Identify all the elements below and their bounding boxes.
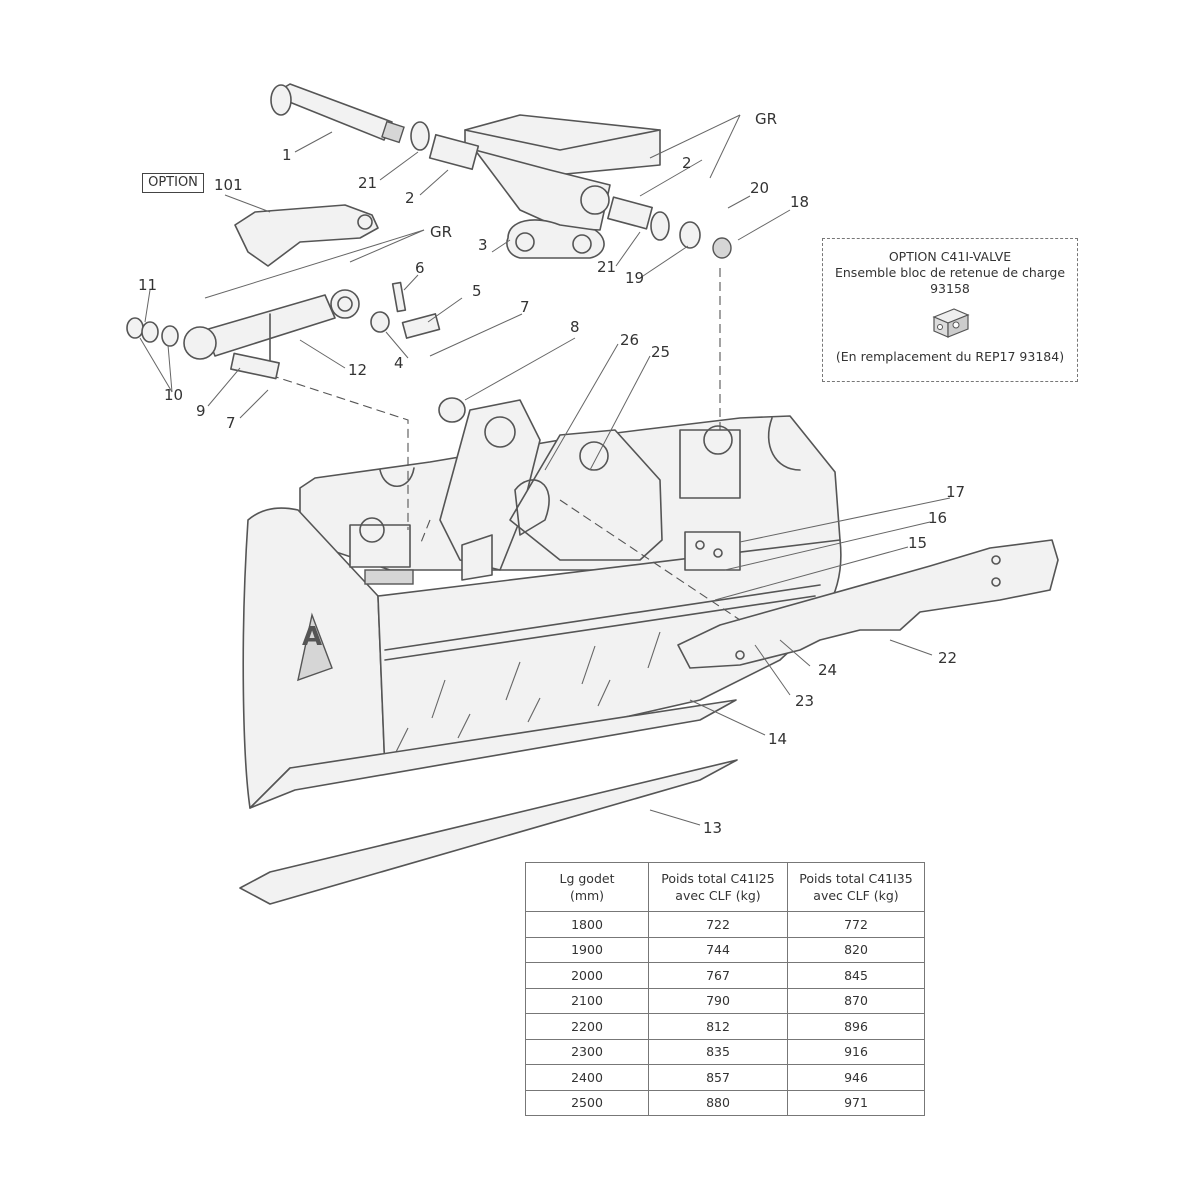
callout-6: 6 [415,259,425,277]
table-cell: 1900 [525,936,649,963]
callout-22: 22 [938,649,957,667]
callout-13: 13 [703,819,722,837]
callout-9: 9 [196,402,206,420]
callout-11: 11 [138,276,157,294]
callout-1: 1 [282,146,292,164]
callout-25: 25 [651,343,670,361]
callout-21-left: 21 [358,174,377,192]
table-cell: 820 [787,936,925,963]
table-cell: 971 [787,1089,925,1116]
quick-coupler-bracket [464,114,661,259]
option-box-title: OPTION C41I-VALVE [888,249,1012,264]
table-cell: 767 [648,962,788,989]
callout-20: 20 [750,179,769,197]
callout-7-right: 7 [520,298,530,316]
callout-26: 26 [620,331,639,349]
table-cell: 722 [648,911,788,938]
side-blade [677,539,1059,669]
callout-2-left: 2 [405,189,415,207]
callout-21-right: 21 [597,258,616,276]
callout-gr-middle: GR [430,223,452,241]
callout-14: 14 [768,730,787,748]
callout-7-left: 7 [226,414,236,432]
callout-10: 10 [164,386,183,404]
table-cell: 812 [648,1013,788,1040]
table-cell: 2300 [525,1038,649,1065]
leader-lines [139,114,951,826]
callout-101: 101 [214,176,243,194]
table-cell: 916 [787,1038,925,1065]
cutting-edge [239,759,738,905]
table-cell: 2000 [525,962,649,989]
callout-12: 12 [348,361,367,379]
callout-8: 8 [570,318,580,336]
table-cell: 2100 [525,987,649,1014]
header-weight-c41i35: Poids total C41I35 avec CLF (kg) [787,862,925,912]
callout-17: 17 [946,483,965,501]
hydraulic-cylinder [126,289,360,380]
option-tag: OPTION [142,173,204,193]
callout-labels: 1 21 2 2 3 101 GR GR 21 19 20 18 6 5 7 4… [138,110,965,837]
callout-5: 5 [472,282,482,300]
table-cell: 2400 [525,1064,649,1091]
table-cell: 896 [787,1013,925,1040]
header-bucket-length: Lg godet (mm) [525,862,649,912]
table-cell: 2200 [525,1013,649,1040]
table-cell: 1800 [525,911,649,938]
callout-2-right: 2 [682,154,692,172]
option-box-note: (En remplacement du REP17 93184) [835,349,1065,364]
pin-part-1 [270,83,405,144]
valve-block-icon [928,303,972,341]
bushings [410,121,732,259]
option-valve-box: OPTION C41I-VALVE Ensemble bloc de reten… [822,238,1078,382]
callout-18: 18 [790,193,809,211]
callout-16: 16 [928,509,947,527]
callout-23: 23 [795,692,814,710]
callout-4: 4 [394,354,404,372]
table-cell: 880 [648,1089,788,1116]
table-cell: 2500 [525,1089,649,1116]
bucket-weight-table: Lg godet (mm) Poids total C41I25 avec CL… [525,862,925,1116]
option-box-code: 93158 [930,281,970,296]
header-weight-c41i25: Poids total C41I25 avec CLF (kg) [648,862,788,912]
bucket-body: A [242,399,842,809]
callout-gr-top: GR [755,110,777,128]
callout-19: 19 [625,269,644,287]
table-cell: 845 [787,962,925,989]
option-bracket-101 [234,204,379,267]
table-cell: 946 [787,1064,925,1091]
table-cell: 870 [787,987,925,1014]
table-cell: 772 [787,911,925,938]
table-cell: 744 [648,936,788,963]
callout-3: 3 [478,236,488,254]
table-cell: 790 [648,987,788,1014]
callout-15: 15 [908,534,927,552]
option-box-description: Ensemble bloc de retenue de charge [834,265,1066,280]
table-header-row: Lg godet (mm) Poids total C41I25 avec CL… [525,862,925,912]
callout-24: 24 [818,661,837,679]
brand-mark: A [302,622,322,652]
table-cell: 857 [648,1064,788,1091]
table-cell: 835 [648,1038,788,1065]
